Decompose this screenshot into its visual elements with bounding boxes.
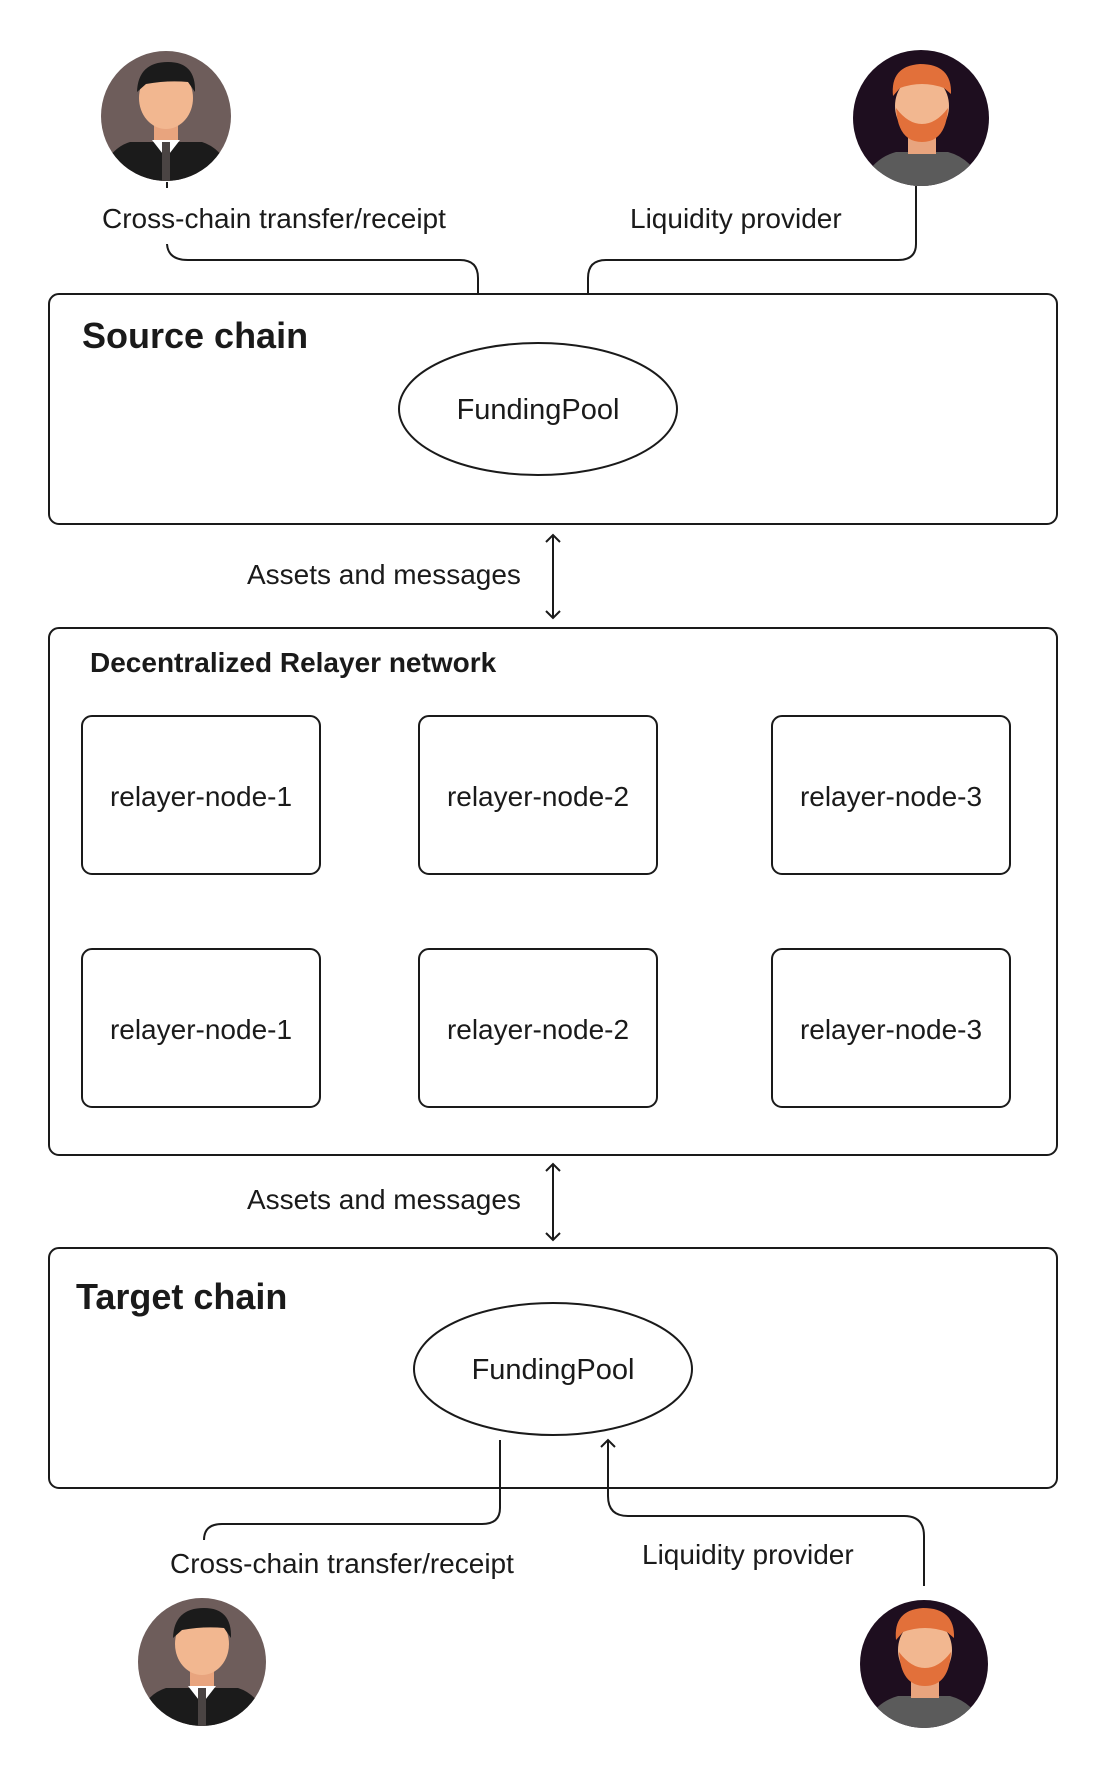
bearded-man-avatar-icon <box>853 50 989 186</box>
relayer-node-label: relayer-node-2 <box>447 1014 629 1045</box>
businessman-avatar-icon <box>138 1598 266 1726</box>
relayer-node: relayer-node-2 <box>418 948 658 1108</box>
relayer-node: relayer-node-3 <box>771 948 1011 1108</box>
relayer-node: relayer-node-1 <box>81 948 321 1108</box>
relayer-node-grid: relayer-node-1 relayer-node-2 relayer-no… <box>81 715 1011 1108</box>
relayer-node: relayer-node-1 <box>81 715 321 875</box>
bearded-man-avatar-icon <box>860 1600 988 1728</box>
bottom-provider-label: Liquidity provider <box>642 1539 854 1570</box>
target-funding-pool <box>413 1302 693 1436</box>
relayer-network-title: Decentralized Relayer network <box>90 647 497 678</box>
bottom-link-label: Assets and messages <box>247 1184 521 1215</box>
relayer-node-label: relayer-node-1 <box>110 781 292 812</box>
top-user-arrow <box>166 243 486 342</box>
relayer-node: relayer-node-2 <box>418 715 658 875</box>
top-link-label: Assets and messages <box>247 559 521 590</box>
bottom-user-line <box>203 1440 501 1541</box>
target-funding-pool-label: FundingPool <box>472 1354 635 1386</box>
source-funding-pool-label: FundingPool <box>457 394 620 426</box>
target-chain-title: Target chain <box>76 1276 287 1317</box>
relayer-node-label: relayer-node-2 <box>447 781 629 812</box>
top-provider-label: Liquidity provider <box>630 203 842 234</box>
relayer-node-label: relayer-node-1 <box>110 1014 292 1045</box>
relayer-node-label: relayer-node-3 <box>800 781 982 812</box>
relayer-node-label: relayer-node-3 <box>800 1014 982 1045</box>
businessman-avatar-icon <box>101 51 231 181</box>
source-chain-title: Source chain <box>82 315 308 356</box>
relayer-node: relayer-node-3 <box>771 715 1011 875</box>
source-funding-pool <box>398 342 678 476</box>
bottom-provider-arrow <box>600 1438 925 1586</box>
top-provider-arrow <box>581 186 917 338</box>
top-user-label: Cross-chain transfer/receipt <box>102 203 446 234</box>
bottom-user-label: Cross-chain transfer/receipt <box>170 1548 514 1579</box>
